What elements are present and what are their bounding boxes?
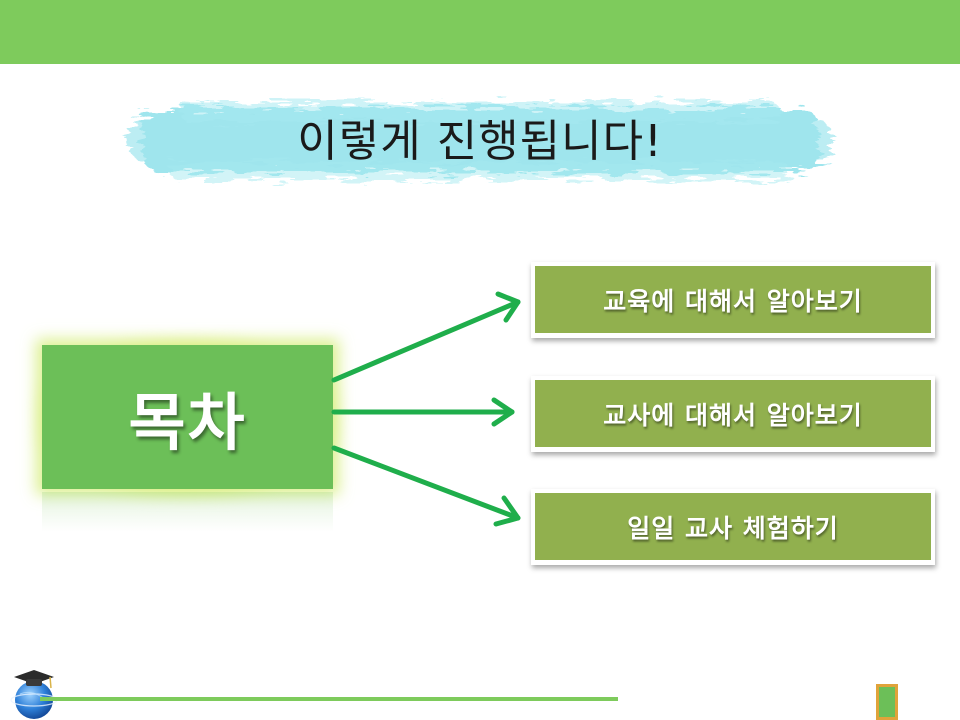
agenda-item-teacher[interactable]: 교사에 대해서 알아보기 [531, 376, 935, 452]
agenda-item-label: 일일 교사 체험하기 [535, 493, 931, 560]
title-brush-background [128, 102, 832, 180]
agenda-item-education[interactable]: 교육에 대해서 알아보기 [531, 262, 935, 338]
main-topic-label: 목차 [128, 386, 247, 459]
agenda-item-label: 교육에 대해서 알아보기 [535, 266, 931, 333]
arrow-to-item-1 [331, 299, 521, 383]
slide-title: 이렇게 진행됩니다! [297, 116, 663, 167]
graduation-cap-globe-icon [10, 670, 58, 719]
arrowhead-item-2 [491, 397, 515, 427]
arrowhead-item-1 [495, 291, 521, 323]
main-box-reflection [42, 492, 333, 532]
main-topic-box[interactable]: 목차 [42, 345, 333, 489]
page-marker-icon [876, 684, 898, 720]
arrowhead-item-3 [493, 495, 521, 527]
top-header-bar [0, 0, 960, 64]
arrow-to-item-3 [331, 445, 521, 521]
agenda-item-one-day-teacher[interactable]: 일일 교사 체험하기 [531, 489, 935, 565]
agenda-item-label: 교사에 대해서 알아보기 [535, 380, 931, 447]
footer-divider [40, 697, 618, 701]
